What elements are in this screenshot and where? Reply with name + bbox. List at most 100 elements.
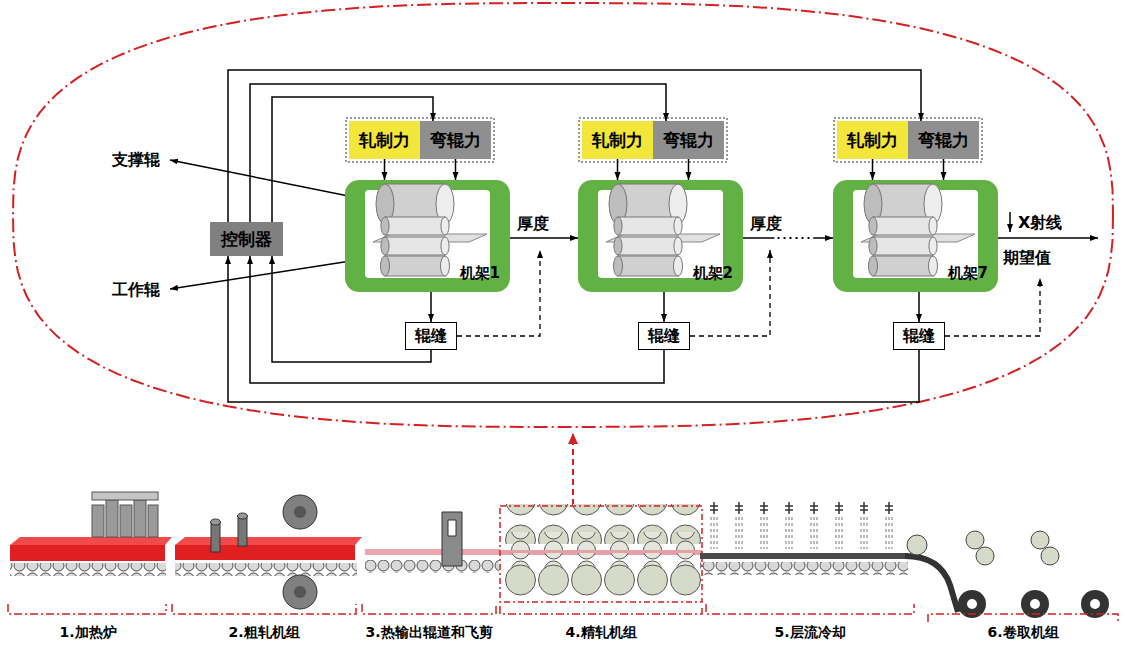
water-spray — [736, 517, 742, 549]
water-spray — [786, 517, 792, 549]
roughing-mill — [175, 545, 355, 560]
node-label: 轧制力 — [847, 129, 898, 152]
ellipsis-dots — [778, 237, 811, 239]
roughing-mill — [294, 586, 306, 598]
output-arrow — [998, 237, 1098, 239]
node-label: 轧制力 — [359, 129, 410, 152]
controller-box: 控制器 — [210, 222, 283, 256]
coiler — [1030, 599, 1040, 609]
roughing-mill — [211, 522, 220, 552]
rolling-force-box: 轧制力 — [837, 121, 908, 159]
roll-end — [381, 256, 390, 276]
flying-shear — [365, 512, 500, 573]
roughing-mill — [211, 519, 221, 525]
roll-end — [441, 217, 449, 235]
bending-force-box: 弯辊力 — [653, 121, 724, 159]
signal-arrow — [455, 159, 457, 180]
roll-gap-box: 辊缝 — [893, 322, 945, 350]
flying-shear — [365, 549, 500, 555]
signal-arrow — [688, 159, 690, 180]
edge-label: 厚度 — [516, 214, 550, 235]
signal-arrow — [617, 159, 619, 180]
laminar-cooling — [700, 562, 908, 575]
bending-force-box: 弯辊力 — [908, 121, 979, 159]
laminar-cooling — [700, 502, 908, 575]
node-label: 辊缝 — [415, 326, 447, 347]
roll-end — [869, 237, 877, 255]
xray-arrow — [1009, 212, 1011, 232]
roll — [385, 237, 445, 255]
finishing-mill — [504, 562, 702, 602]
water-spray — [711, 517, 717, 549]
roll-end — [674, 217, 682, 235]
signal-arrow — [228, 70, 921, 222]
bending-force-box: 弯辊力 — [420, 121, 491, 159]
thickness-line — [743, 237, 775, 239]
roll — [873, 237, 933, 255]
furnace — [10, 492, 172, 576]
furnace — [106, 500, 118, 537]
roll-end — [614, 256, 623, 276]
stage-name: 6.卷取机组 — [987, 624, 1058, 642]
furnace — [148, 505, 158, 537]
signal-label: 期望值 — [1003, 248, 1051, 269]
stage-name: 4.精轧机组 — [565, 624, 636, 642]
thickness-line — [510, 237, 578, 239]
roll — [873, 217, 933, 235]
zoom-outline — [13, 3, 1113, 427]
mill-stand-box: 机架1 — [345, 180, 510, 292]
roll-end — [381, 217, 389, 235]
furnace — [10, 563, 166, 576]
nozzle — [785, 502, 793, 514]
stage-bracket — [172, 604, 356, 614]
roll-end — [441, 237, 449, 255]
roll-end — [441, 256, 450, 276]
roll-end — [674, 256, 683, 276]
rolling-force-box: 轧制力 — [582, 121, 653, 159]
rolling-force-box: 轧制力 — [349, 121, 420, 159]
roll-gap-box: 辊缝 — [638, 322, 690, 350]
roughing-mill — [175, 495, 362, 609]
zoom-arrow — [572, 434, 574, 505]
coiler — [905, 531, 1109, 618]
stage-bracket — [8, 604, 1118, 622]
finishing-mill — [504, 532, 702, 552]
roll — [618, 217, 678, 235]
coiler — [1041, 547, 1059, 565]
stage-name: 3.热输出辊道和飞剪 — [365, 624, 492, 642]
actuator-group — [346, 118, 494, 162]
node-label: 轧制力 — [592, 129, 643, 152]
coiler — [907, 535, 927, 555]
water-spray — [761, 517, 767, 549]
thickness-arrow — [743, 238, 833, 239]
mill-stand-box: 机架2 — [578, 180, 743, 292]
nozzle — [835, 502, 843, 514]
roll-end — [381, 237, 389, 255]
roughing-mill — [294, 506, 306, 518]
thickness-arrow — [510, 238, 578, 239]
coiler — [976, 547, 994, 565]
signal-label: X射线 — [1018, 213, 1062, 234]
node-label: 弯辊力 — [430, 129, 481, 152]
node-label: 弯辊力 — [663, 129, 714, 152]
roughing-mill — [283, 495, 317, 529]
finishing-mill — [500, 504, 702, 602]
furnace — [92, 492, 158, 537]
node-label: 控制器 — [221, 228, 272, 251]
thickness-line — [813, 237, 833, 239]
coiler — [1031, 531, 1049, 549]
water-spray — [861, 517, 867, 549]
signal-arrow — [918, 292, 920, 322]
stage-name: 5.层流冷却 — [774, 624, 845, 642]
roll — [618, 237, 678, 255]
water-spray — [836, 517, 842, 549]
node-label: 机架1 — [460, 264, 500, 283]
water-spray — [811, 517, 817, 549]
signal-arrow — [384, 159, 386, 180]
furnace — [92, 505, 104, 537]
nozzle — [810, 502, 818, 514]
actuator-group — [579, 118, 727, 162]
node-label: 辊缝 — [903, 326, 935, 347]
